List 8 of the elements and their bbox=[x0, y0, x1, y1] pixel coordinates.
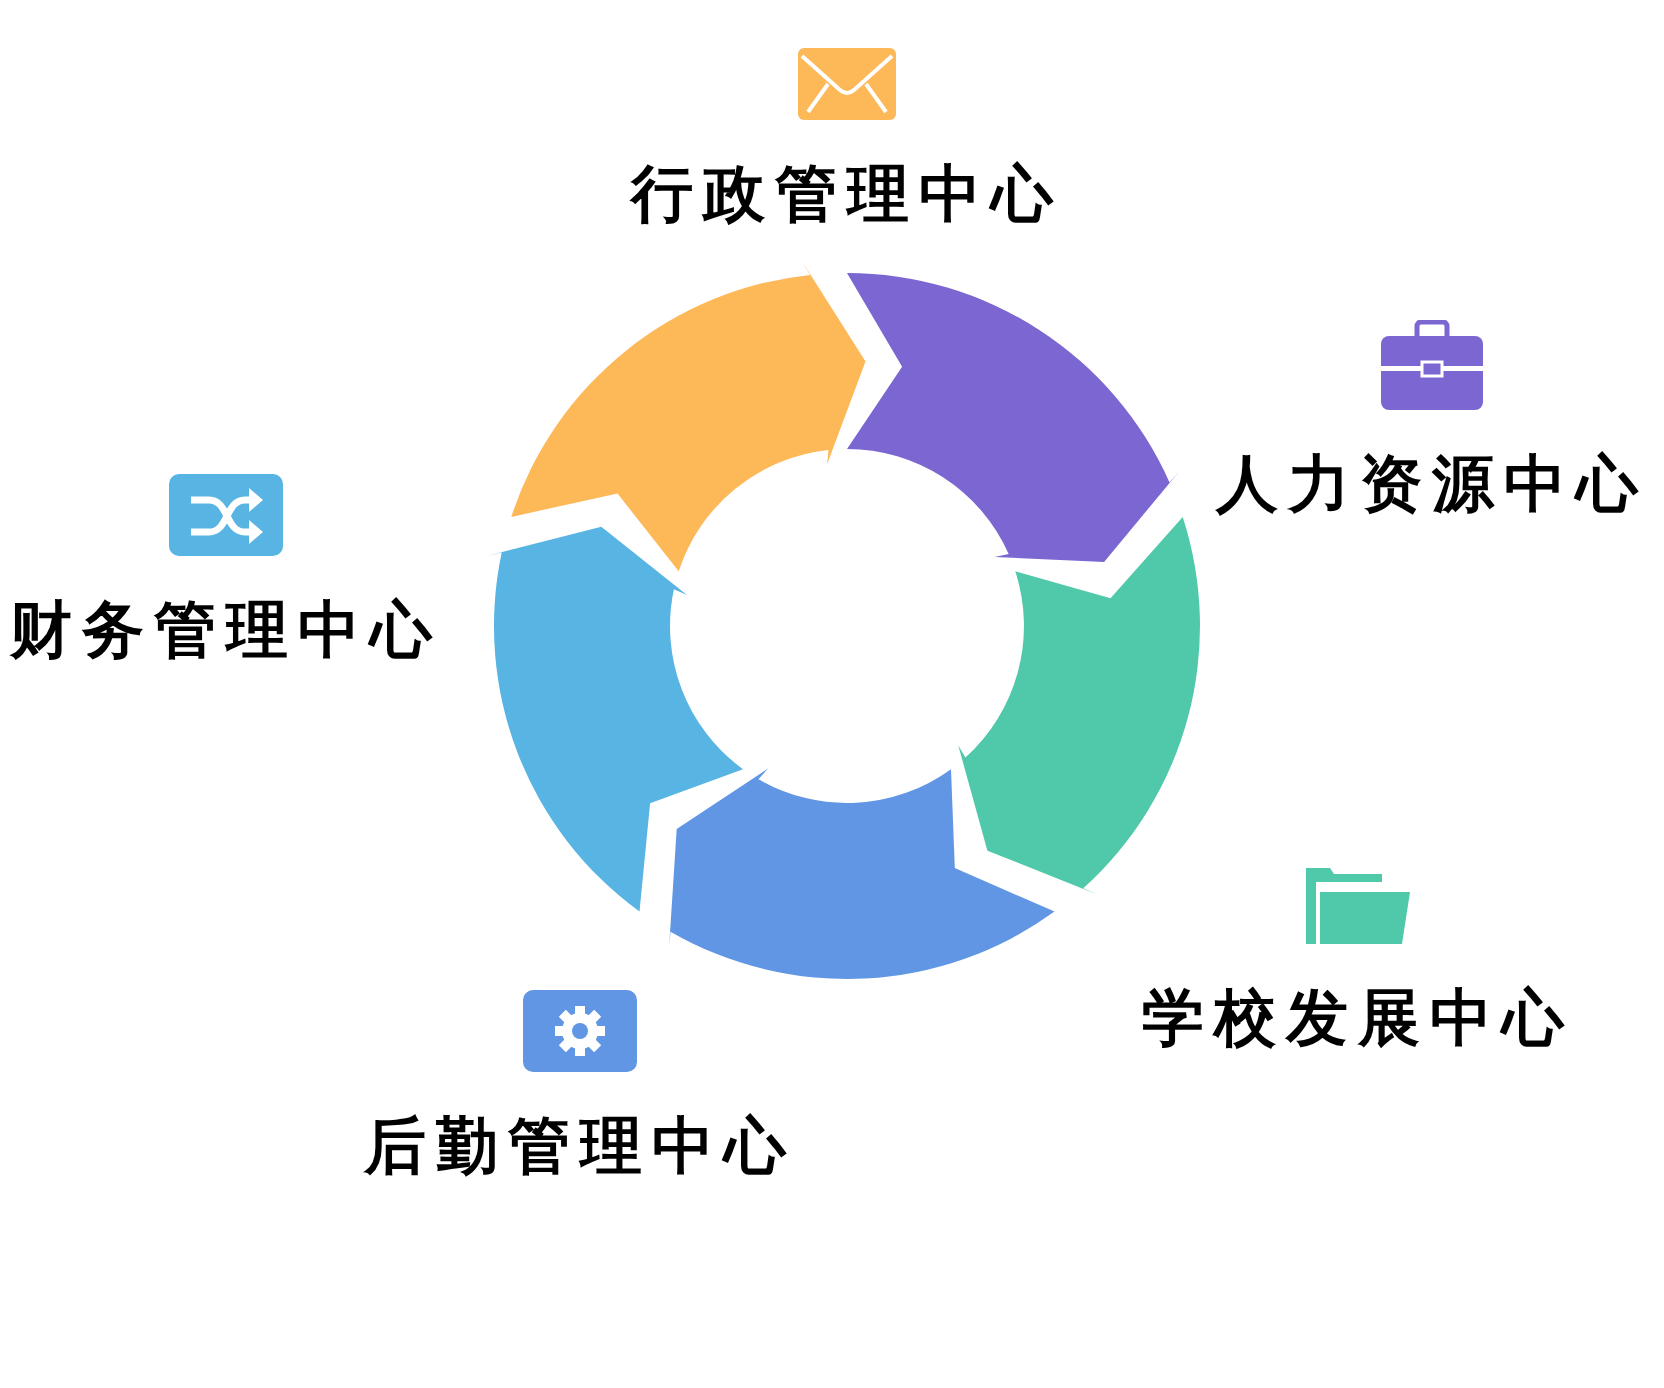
department-label: 学校发展中心 bbox=[1142, 984, 1574, 1053]
department-label: 后勤管理中心 bbox=[364, 1112, 796, 1181]
cycle-arrow-segment bbox=[669, 768, 1055, 979]
department-label: 人力资源中心 bbox=[1216, 450, 1648, 519]
department-label: 财务管理中心 bbox=[10, 596, 442, 665]
cycle-arrow-segment bbox=[958, 516, 1200, 895]
cycle-arrow-segment bbox=[847, 273, 1180, 562]
department-label: 行政管理中心 bbox=[631, 160, 1063, 229]
